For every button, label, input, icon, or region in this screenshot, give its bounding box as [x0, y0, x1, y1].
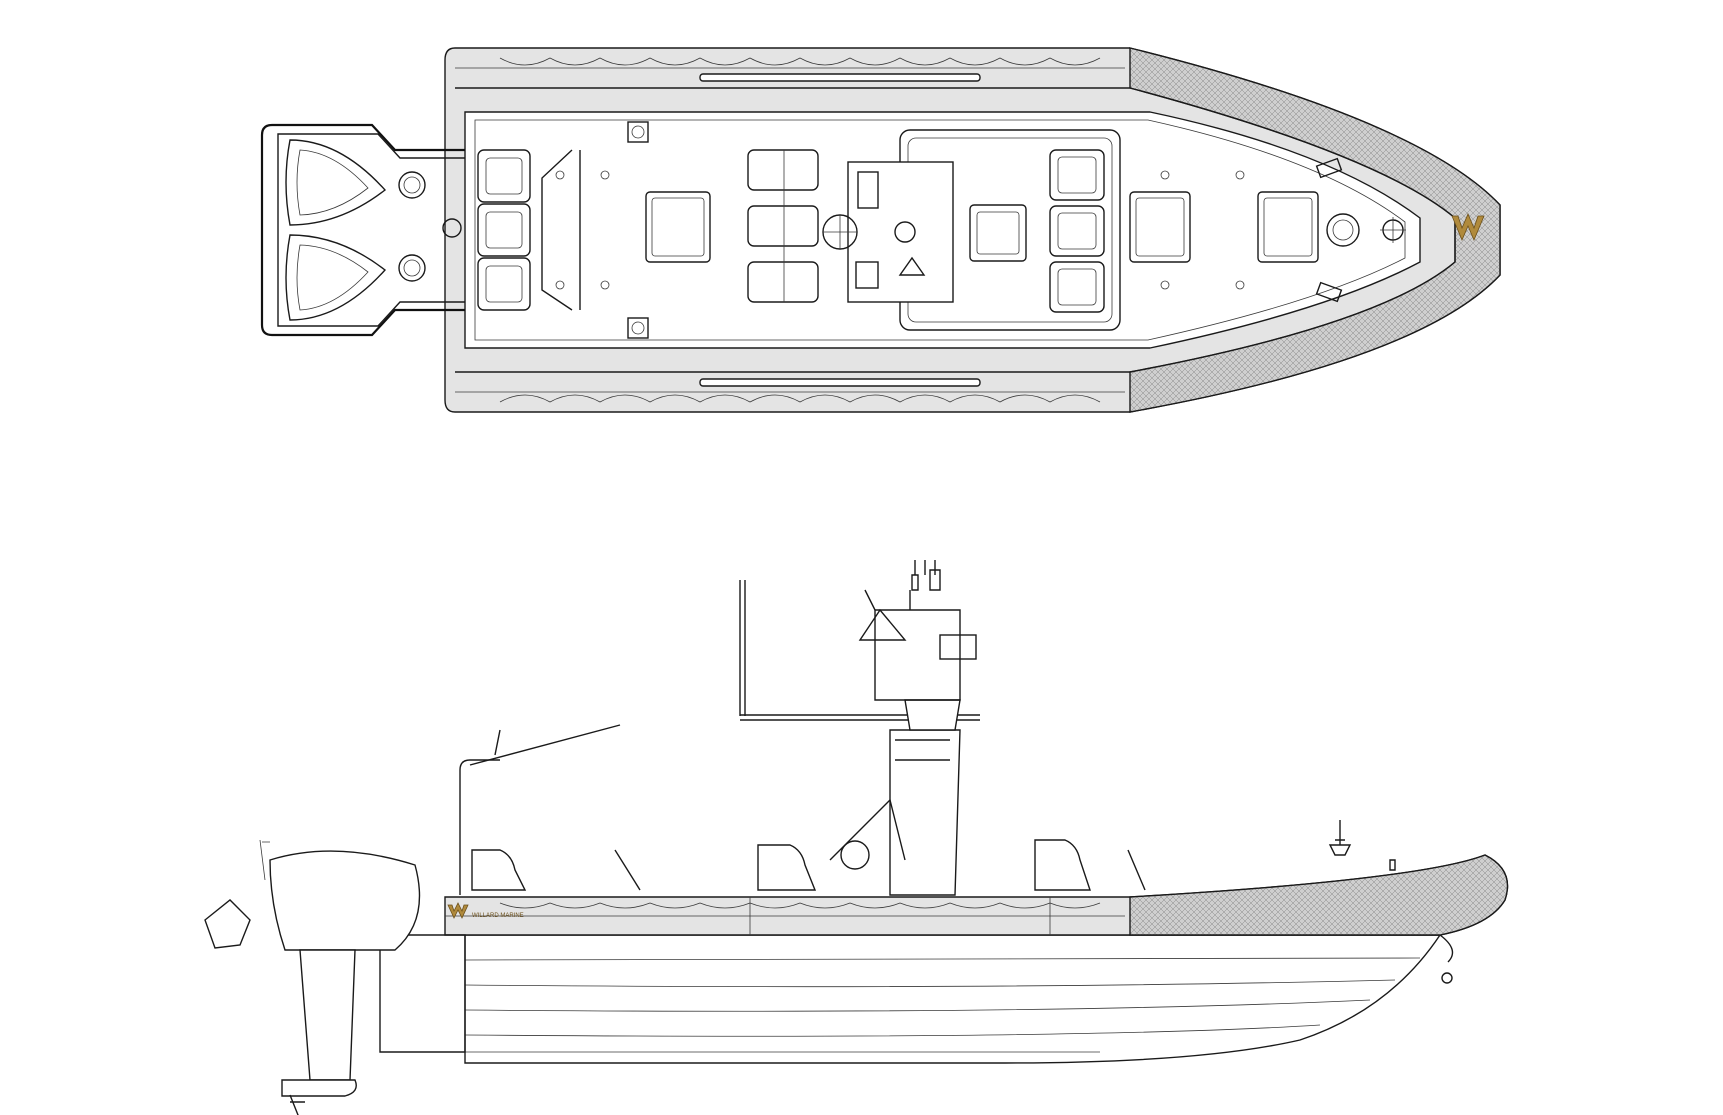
hull [464, 934, 1442, 1064]
engine-bracket [260, 123, 465, 337]
outboard-engine-side [204, 839, 421, 1115]
outboard-engine-port [285, 139, 387, 226]
hatch-aft [645, 191, 711, 263]
aft-seat-bank [477, 149, 531, 311]
hatch-mid [969, 204, 1027, 262]
brand-logo-side [447, 902, 469, 919]
lifeline-top [499, 57, 1101, 82]
top-plan-view [260, 47, 1501, 413]
fwd-seat-side [1034, 839, 1091, 891]
bow-fitting [1328, 820, 1352, 856]
outboard-engine-starboard [285, 234, 387, 321]
jockey-seats-mid [747, 149, 819, 303]
helm-console [822, 129, 1121, 331]
round-hatch [1326, 213, 1360, 247]
tube-side-mesh [1129, 854, 1509, 936]
lifeline-bottom [499, 378, 1101, 403]
side-profile-view: WILLARD MARINE [204, 560, 1509, 1115]
deck-fittings [555, 170, 1245, 290]
brand-logo [1451, 212, 1485, 242]
cleat-icon [627, 121, 1406, 339]
logo-text: WILLARD MARINE [472, 913, 524, 919]
forward-seat-bank [1049, 149, 1105, 313]
hatch-fwd-1 [1129, 191, 1191, 263]
steering-wheel-icon [840, 840, 870, 870]
console-side [829, 729, 961, 896]
mid-seat-side [757, 844, 817, 891]
mast [858, 560, 977, 731]
aft-seat-side [459, 724, 621, 895]
hatch-fwd-2 [1257, 191, 1319, 263]
